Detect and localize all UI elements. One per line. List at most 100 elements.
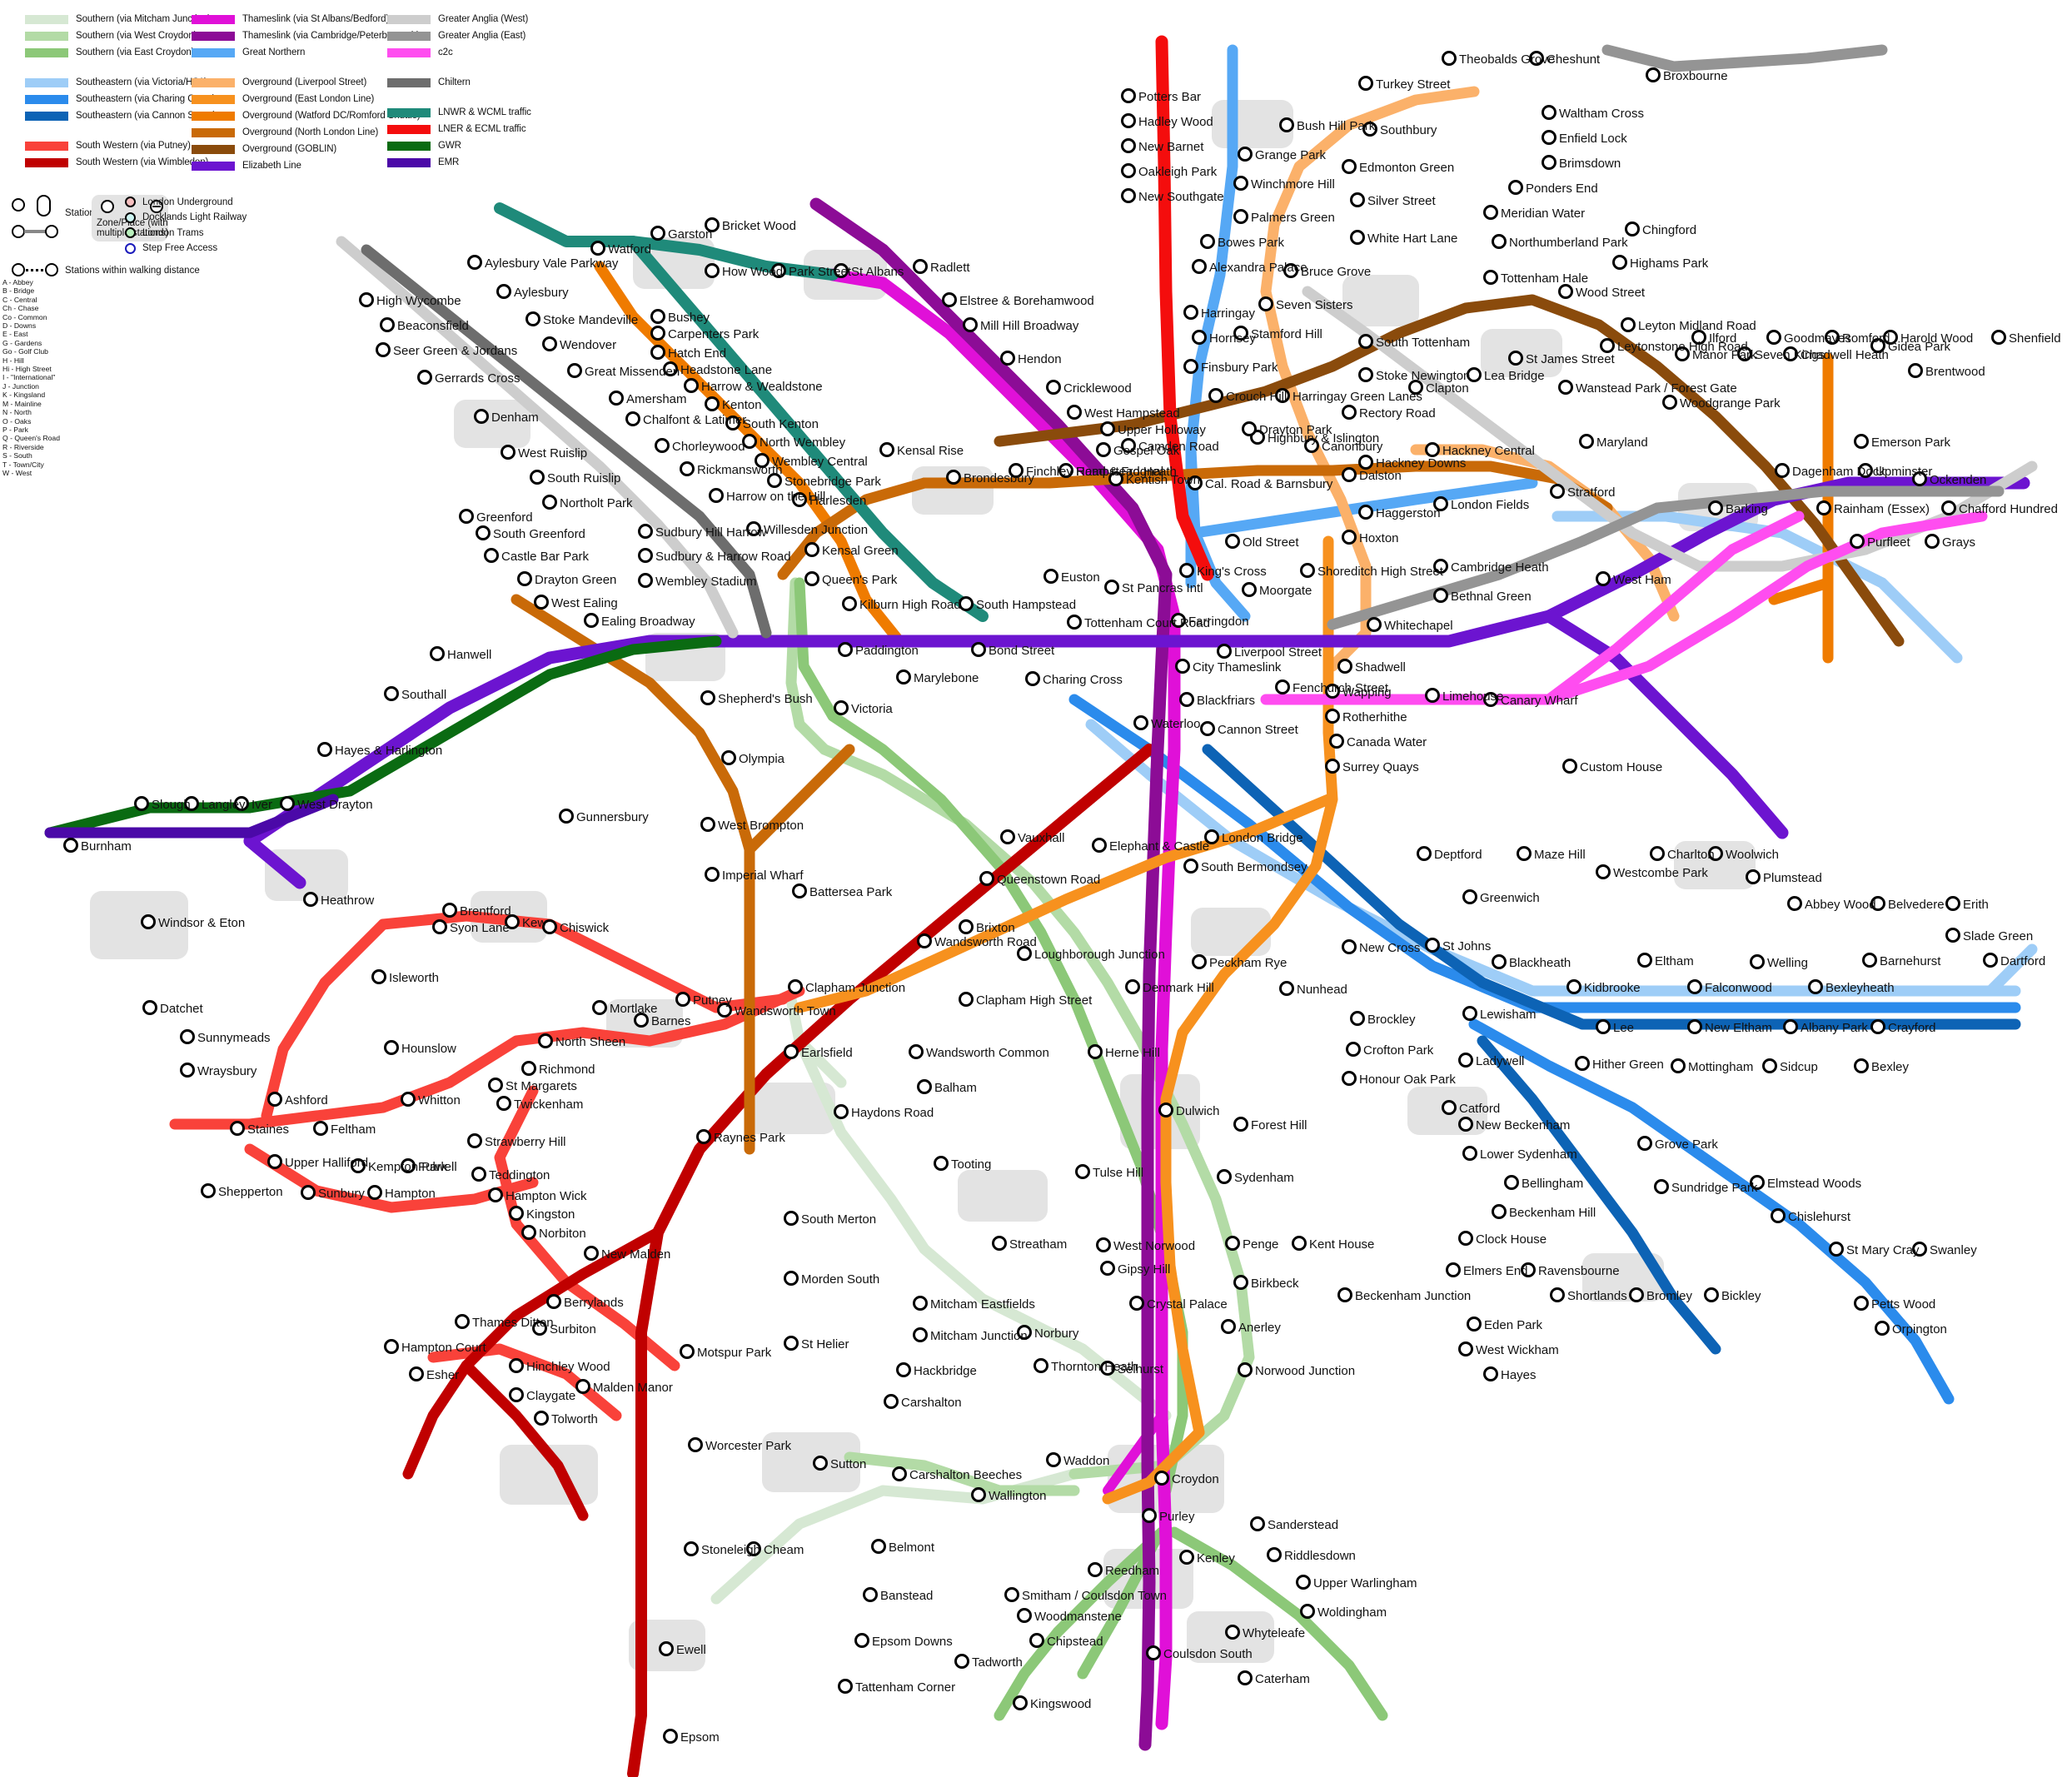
station-marker[interactable] bbox=[650, 345, 665, 360]
station-marker[interactable] bbox=[1200, 234, 1215, 249]
station-marker[interactable] bbox=[567, 363, 582, 378]
station-marker[interactable] bbox=[1945, 896, 1960, 911]
station-marker[interactable] bbox=[1637, 1136, 1652, 1151]
station-marker[interactable] bbox=[1342, 939, 1357, 954]
station-marker[interactable] bbox=[1483, 692, 1498, 707]
station-marker[interactable] bbox=[634, 1013, 649, 1028]
station-marker[interactable] bbox=[1092, 838, 1107, 853]
station-marker[interactable] bbox=[838, 642, 853, 657]
station-marker[interactable] bbox=[1275, 679, 1290, 694]
station-marker[interactable] bbox=[1783, 1019, 1798, 1034]
station-marker[interactable] bbox=[1941, 500, 1956, 515]
station-marker[interactable] bbox=[638, 524, 653, 539]
station-marker[interactable] bbox=[1183, 305, 1198, 320]
station-marker[interactable] bbox=[863, 1587, 878, 1602]
station-marker[interactable] bbox=[1467, 1317, 1482, 1332]
station-marker[interactable] bbox=[792, 884, 807, 898]
station-marker[interactable] bbox=[1000, 351, 1015, 366]
station-marker[interactable] bbox=[1708, 846, 1723, 861]
station-marker[interactable] bbox=[650, 226, 665, 241]
station-marker[interactable] bbox=[230, 1121, 245, 1136]
station-marker[interactable] bbox=[371, 969, 386, 984]
station-marker[interactable] bbox=[1816, 500, 1831, 515]
station-marker[interactable] bbox=[746, 1541, 761, 1556]
station-marker[interactable] bbox=[432, 919, 447, 934]
station-marker[interactable] bbox=[1329, 734, 1344, 749]
station-marker[interactable] bbox=[1225, 1625, 1240, 1640]
station-marker[interactable] bbox=[1088, 1562, 1103, 1577]
station-marker[interactable] bbox=[1558, 284, 1573, 299]
station-marker[interactable] bbox=[709, 488, 724, 503]
station-marker[interactable] bbox=[1662, 395, 1677, 410]
station-marker[interactable] bbox=[1762, 1058, 1777, 1073]
station-marker[interactable] bbox=[1238, 1362, 1253, 1377]
station-marker[interactable] bbox=[1342, 467, 1357, 482]
station-marker[interactable] bbox=[1342, 405, 1357, 420]
station-marker[interactable] bbox=[488, 1187, 503, 1202]
station-marker[interactable] bbox=[1542, 130, 1556, 145]
station-marker[interactable] bbox=[1542, 105, 1556, 120]
station-marker[interactable] bbox=[1945, 928, 1960, 943]
station-marker[interactable] bbox=[525, 311, 540, 326]
station-marker[interactable] bbox=[717, 1003, 732, 1018]
station-marker[interactable] bbox=[1925, 534, 1940, 549]
station-marker[interactable] bbox=[509, 1358, 524, 1373]
station-marker[interactable] bbox=[1367, 617, 1382, 632]
station-marker[interactable] bbox=[1508, 351, 1523, 366]
station-marker[interactable] bbox=[351, 1158, 366, 1173]
station-marker[interactable] bbox=[1358, 334, 1373, 349]
station-marker[interactable] bbox=[442, 903, 457, 918]
station-marker[interactable] bbox=[1492, 234, 1507, 249]
station-marker[interactable] bbox=[409, 1366, 424, 1381]
station-marker[interactable] bbox=[505, 914, 520, 929]
station-marker[interactable] bbox=[896, 1362, 911, 1377]
station-marker[interactable] bbox=[1158, 1103, 1173, 1117]
station-marker[interactable] bbox=[1300, 563, 1315, 578]
station-marker[interactable] bbox=[1233, 1117, 1248, 1132]
station-marker[interactable] bbox=[1325, 759, 1340, 774]
station-marker[interactable] bbox=[1687, 979, 1702, 994]
station-marker[interactable] bbox=[1013, 1695, 1028, 1710]
station-marker[interactable] bbox=[1675, 346, 1690, 361]
station-marker[interactable] bbox=[1100, 1361, 1115, 1376]
station-marker[interactable] bbox=[1579, 434, 1594, 449]
station-marker[interactable] bbox=[1233, 326, 1248, 341]
station-marker[interactable] bbox=[959, 919, 974, 934]
station-marker[interactable] bbox=[1883, 330, 1898, 345]
station-marker[interactable] bbox=[1346, 1042, 1361, 1057]
station-marker[interactable] bbox=[1208, 388, 1223, 403]
station-marker[interactable] bbox=[1362, 122, 1377, 137]
station-marker[interactable] bbox=[1104, 580, 1119, 595]
station-marker[interactable] bbox=[854, 1633, 869, 1648]
station-marker[interactable] bbox=[1192, 259, 1207, 274]
station-marker[interactable] bbox=[1004, 1587, 1019, 1602]
station-marker[interactable] bbox=[1242, 582, 1257, 597]
station-marker[interactable] bbox=[705, 867, 720, 882]
station-marker[interactable] bbox=[542, 336, 557, 351]
station-marker[interactable] bbox=[1650, 846, 1665, 861]
station-marker[interactable] bbox=[1750, 954, 1765, 969]
station-marker[interactable] bbox=[521, 1225, 536, 1240]
station-marker[interactable] bbox=[584, 1246, 599, 1261]
station-marker[interactable] bbox=[1043, 569, 1058, 584]
station-marker[interactable] bbox=[1542, 155, 1556, 170]
station-marker[interactable] bbox=[954, 1654, 969, 1669]
station-marker[interactable] bbox=[1912, 471, 1927, 486]
station-marker[interactable] bbox=[1129, 1296, 1144, 1311]
station-marker[interactable] bbox=[884, 1394, 899, 1409]
station-marker[interactable] bbox=[1192, 330, 1207, 345]
station-marker[interactable] bbox=[1358, 455, 1373, 470]
station-marker[interactable] bbox=[934, 1156, 949, 1171]
station-marker[interactable] bbox=[659, 1641, 674, 1656]
station-marker[interactable] bbox=[1238, 147, 1253, 162]
station-marker[interactable] bbox=[834, 1104, 849, 1119]
station-marker[interactable] bbox=[684, 378, 699, 393]
station-marker[interactable] bbox=[1467, 367, 1482, 382]
station-marker[interactable] bbox=[1017, 1325, 1032, 1340]
station-marker[interactable] bbox=[384, 1040, 399, 1055]
station-marker[interactable] bbox=[792, 492, 807, 507]
station-marker[interactable] bbox=[1687, 1019, 1702, 1034]
station-marker[interactable] bbox=[367, 1185, 382, 1200]
station-marker[interactable] bbox=[1175, 659, 1190, 674]
station-marker[interactable] bbox=[1575, 1056, 1590, 1071]
